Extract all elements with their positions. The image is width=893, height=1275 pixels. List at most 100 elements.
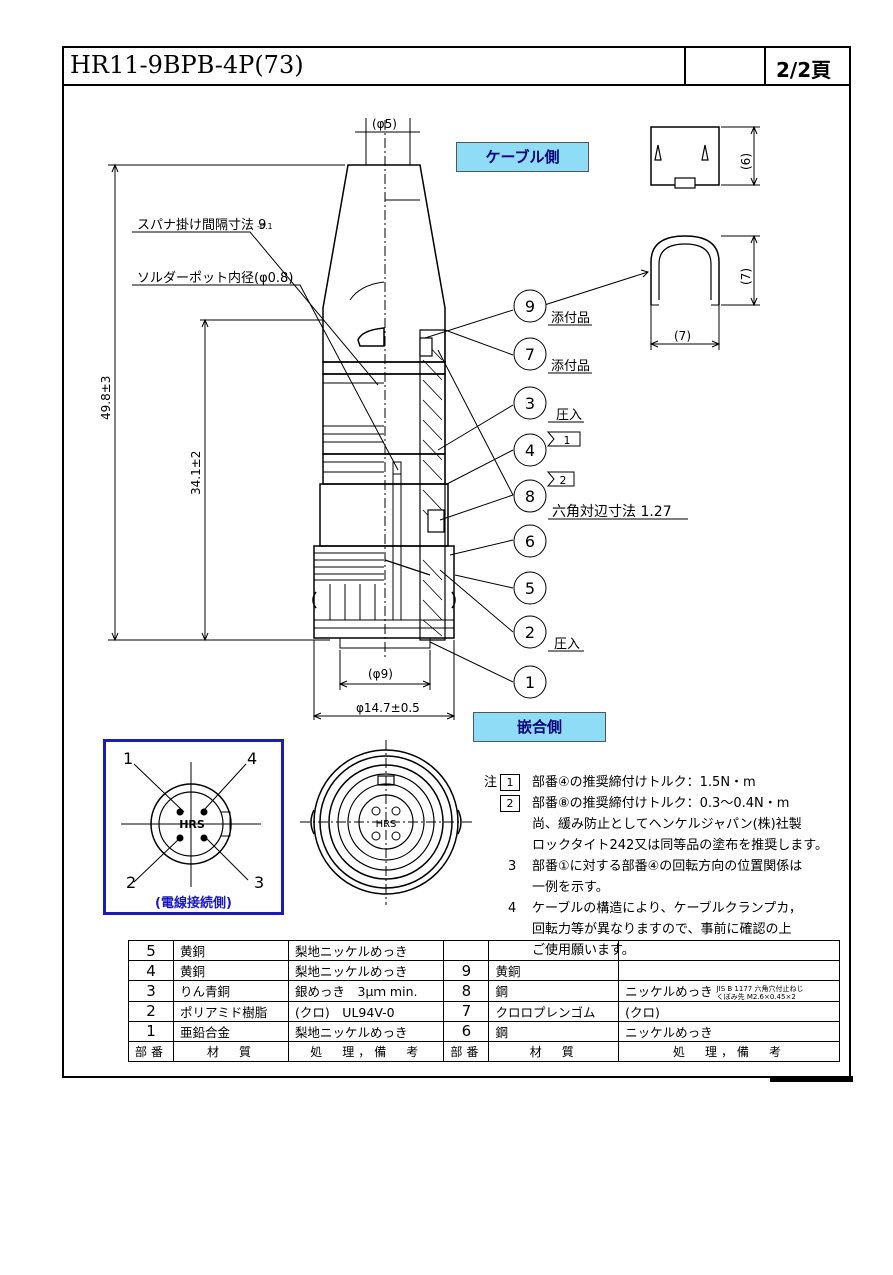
callout-number: 2 xyxy=(525,623,535,642)
table-cell: 黄銅 xyxy=(173,940,290,961)
spanner-tolerance: -0.1 xyxy=(257,222,273,231)
cable-side-tag: ケーブル側 xyxy=(456,142,589,172)
notes-lead: 注 xyxy=(484,775,498,790)
wiring-pin-label: 4 xyxy=(247,749,257,768)
table-cell: 部番 xyxy=(127,1040,175,1062)
callout-number: 3 xyxy=(525,394,535,413)
table-cell: (クロ) xyxy=(618,1000,840,1022)
table-cell: 梨地ニッケルめっき xyxy=(288,960,445,981)
callout-number: 9 xyxy=(525,297,535,316)
note-2-line: 尚、緩み防止としてヘンケルジャパン(株)社製 xyxy=(532,817,802,832)
dim-phi14: φ14.7±0.5 xyxy=(356,701,420,715)
attached-label: 添付品 xyxy=(551,359,590,374)
wiring-side-view: 1 4 2 3 HRS (電線接続側) xyxy=(103,739,284,915)
note-4: ケーブルの構造により、ケーブルクランプカ， xyxy=(532,901,802,916)
mating-side-tag: 嵌合側 xyxy=(473,712,606,742)
wiring-logo: HRS xyxy=(179,818,205,831)
title-block: HR11-9BPB-4P(73) 2/2頁 xyxy=(64,48,849,86)
callout-number: 1 xyxy=(525,673,535,692)
table-cell: クロロプレンゴム xyxy=(488,1000,620,1022)
table-cell: りん青銅 xyxy=(173,980,290,1002)
notes-block: 注 1 部番④の推奨締付けトルク：1.5N・m 2 部番⑧の推奨締付けトルク：0… xyxy=(484,772,844,961)
spanner-callout: スパナ掛け間隔寸法 9 xyxy=(137,218,266,233)
table-cell: 9 xyxy=(443,960,490,981)
wiring-pin-label: 2 xyxy=(126,873,136,892)
press-fit-label: 圧入 xyxy=(556,408,582,423)
attached-label: 添付品 xyxy=(551,311,590,326)
table-cell: 3 xyxy=(127,980,175,1002)
note-2: 部番⑧の推奨締付けトルク：0.3～0.4N・m xyxy=(532,796,790,811)
dim-body-length: 34.1±2 xyxy=(189,451,203,495)
table-cell: 部番 xyxy=(443,1040,490,1062)
part-number-title: HR11-9BPB-4P(73) xyxy=(70,51,304,79)
note-3: 部番①に対する部番④の回転方向の位置関係は xyxy=(532,859,803,874)
dim-clamp-height: (7) xyxy=(739,268,753,285)
table-cell: 8 xyxy=(443,980,490,1002)
table-cell: 4 xyxy=(127,960,175,981)
wiring-pin-label: 3 xyxy=(254,873,264,892)
table-cell: 銀めっき 3μｍ min. xyxy=(288,980,445,1002)
note-number: 4 xyxy=(508,901,517,916)
table-cell: 材 質 xyxy=(173,1040,290,1062)
table-cell: 処 理，備 考 xyxy=(288,1040,445,1062)
callout-number: 4 xyxy=(525,441,535,460)
dim-phi9: (φ9) xyxy=(368,667,393,681)
table-cell: 6 xyxy=(443,1020,490,1042)
table-cell: 鋼 xyxy=(488,1020,620,1042)
table-cell xyxy=(618,960,840,981)
table-cell: 梨地ニッケルめっき xyxy=(288,1020,445,1042)
wiring-pin-label: 1 xyxy=(123,749,133,768)
solder-cup-callout: ソルダーポット内径(φ0.8) xyxy=(137,270,293,286)
table-cell: 黄銅 xyxy=(488,960,620,981)
note-flag: 1 xyxy=(564,434,571,447)
table-cell: (クロ) UL94V-0 xyxy=(288,1000,445,1022)
note-2-line: ロックタイト242又は同等品の塗布を推奨します。 xyxy=(532,838,828,853)
note-flag: 2 xyxy=(500,795,520,812)
table-cell: 材 質 xyxy=(488,1040,620,1062)
note-1: 部番④の推奨締付けトルク：1.5N・m xyxy=(532,775,756,790)
sheet-corner-bar xyxy=(770,1076,853,1082)
table-cell: 5 xyxy=(127,940,175,961)
press-fit-label: 圧入 xyxy=(554,637,580,652)
table-cell: 7 xyxy=(443,1000,490,1022)
drawing-sheet: HR11-9BPB-4P(73) 2/2頁 xyxy=(62,46,851,1078)
note-flag: 1 xyxy=(500,774,520,791)
table-cell: 梨地ニッケルめっき xyxy=(288,940,445,961)
table-cell: 2 xyxy=(127,1000,175,1022)
wiring-diagram: 1 4 2 3 HRS xyxy=(121,749,264,892)
dim-clip-height: (6) xyxy=(739,153,753,170)
callout-number: 7 xyxy=(525,345,535,364)
callout-number: 8 xyxy=(525,487,535,506)
note-number: 3 xyxy=(508,859,517,874)
table-cell: 処 理，備 考 xyxy=(618,1040,840,1062)
table-cell xyxy=(443,940,490,961)
header-divider xyxy=(764,48,766,84)
table-cell: 亜鉛合金 xyxy=(173,1020,290,1042)
table-cell: 1 xyxy=(127,1020,175,1042)
table-cell xyxy=(488,940,620,961)
finish-note: JIS B 1177 六角穴付止ねじ くぼみ先 M2.6×0.45×2 xyxy=(716,984,804,1001)
table-cell: ポリアミド樹脂 xyxy=(173,1000,290,1022)
table-cell: 黄銅 xyxy=(173,960,290,981)
table-header-row: 部番材 質処 理，備 考部番材 質処 理，備 考 xyxy=(127,1040,840,1062)
header-divider xyxy=(684,48,686,84)
callout-number: 6 xyxy=(525,532,535,551)
callout-number: 5 xyxy=(525,579,535,598)
front-logo: HRS xyxy=(376,819,397,830)
table-cell: 鋼 xyxy=(488,980,620,1002)
table-cell xyxy=(618,940,840,961)
hex-dimension-label: 六角対辺寸法 1.27 xyxy=(552,504,672,520)
dim-overall-length: 49.8±3 xyxy=(99,376,113,420)
page-number: 2/2頁 xyxy=(776,58,832,82)
dim-clamp-width: (7) xyxy=(674,329,691,343)
note-3-line: 一例を示す。 xyxy=(532,880,609,895)
note-flag: 2 xyxy=(560,474,567,487)
wiring-caption: (電線接続側) xyxy=(155,896,232,911)
finish-text: ニッケルめっき xyxy=(625,984,713,999)
